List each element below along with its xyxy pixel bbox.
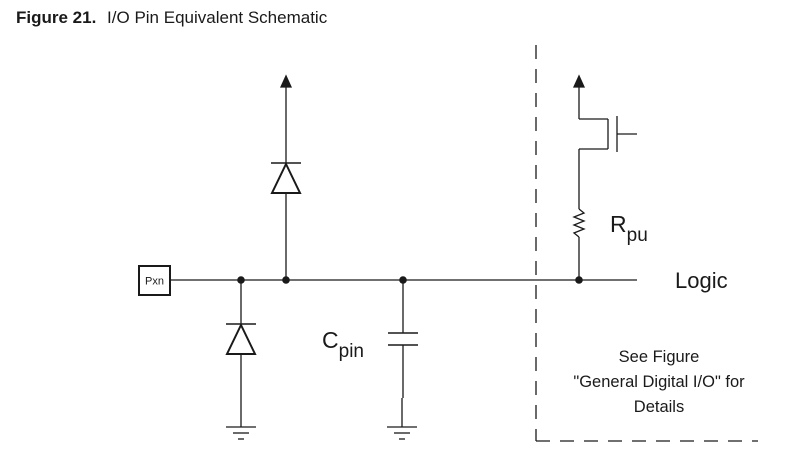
pullup-branch (572, 74, 637, 280)
lower-diode-branch (225, 280, 257, 440)
note-line: Details (634, 398, 684, 416)
capacitor-branch (387, 280, 418, 440)
junction-dot (237, 276, 245, 284)
ground-icon (387, 426, 417, 440)
see-figure-note: See Figure "General Digital I/O" for Det… (573, 348, 745, 416)
figure-title: I/O Pin Equivalent Schematic (107, 8, 328, 27)
pin-label: Pxn (145, 276, 164, 288)
resistor-label: Rpu (610, 211, 648, 246)
logic-boundary-dashed (535, 45, 758, 442)
resistor-icon (572, 208, 586, 238)
upper-diode-branch (270, 74, 302, 280)
vcc-arrow-icon (572, 74, 586, 88)
junction-dot (399, 276, 407, 284)
note-line: "General Digital I/O" for (573, 373, 745, 391)
figure-caption: Figure 21. I/O Pin Equivalent Schematic (16, 8, 327, 28)
figure-number: Figure 21. (16, 8, 97, 27)
logic-label: Logic (675, 268, 728, 293)
diode-upper-icon (270, 161, 302, 194)
capacitor-label: Cpin (322, 327, 364, 362)
pmos-transistor-icon (579, 116, 637, 152)
note-line: See Figure (619, 348, 700, 366)
ground-icon (226, 426, 256, 440)
vcc-arrow-icon (279, 74, 293, 88)
diode-lower-icon (225, 322, 257, 355)
junction-dot (282, 276, 290, 284)
junction-dot (575, 276, 583, 284)
